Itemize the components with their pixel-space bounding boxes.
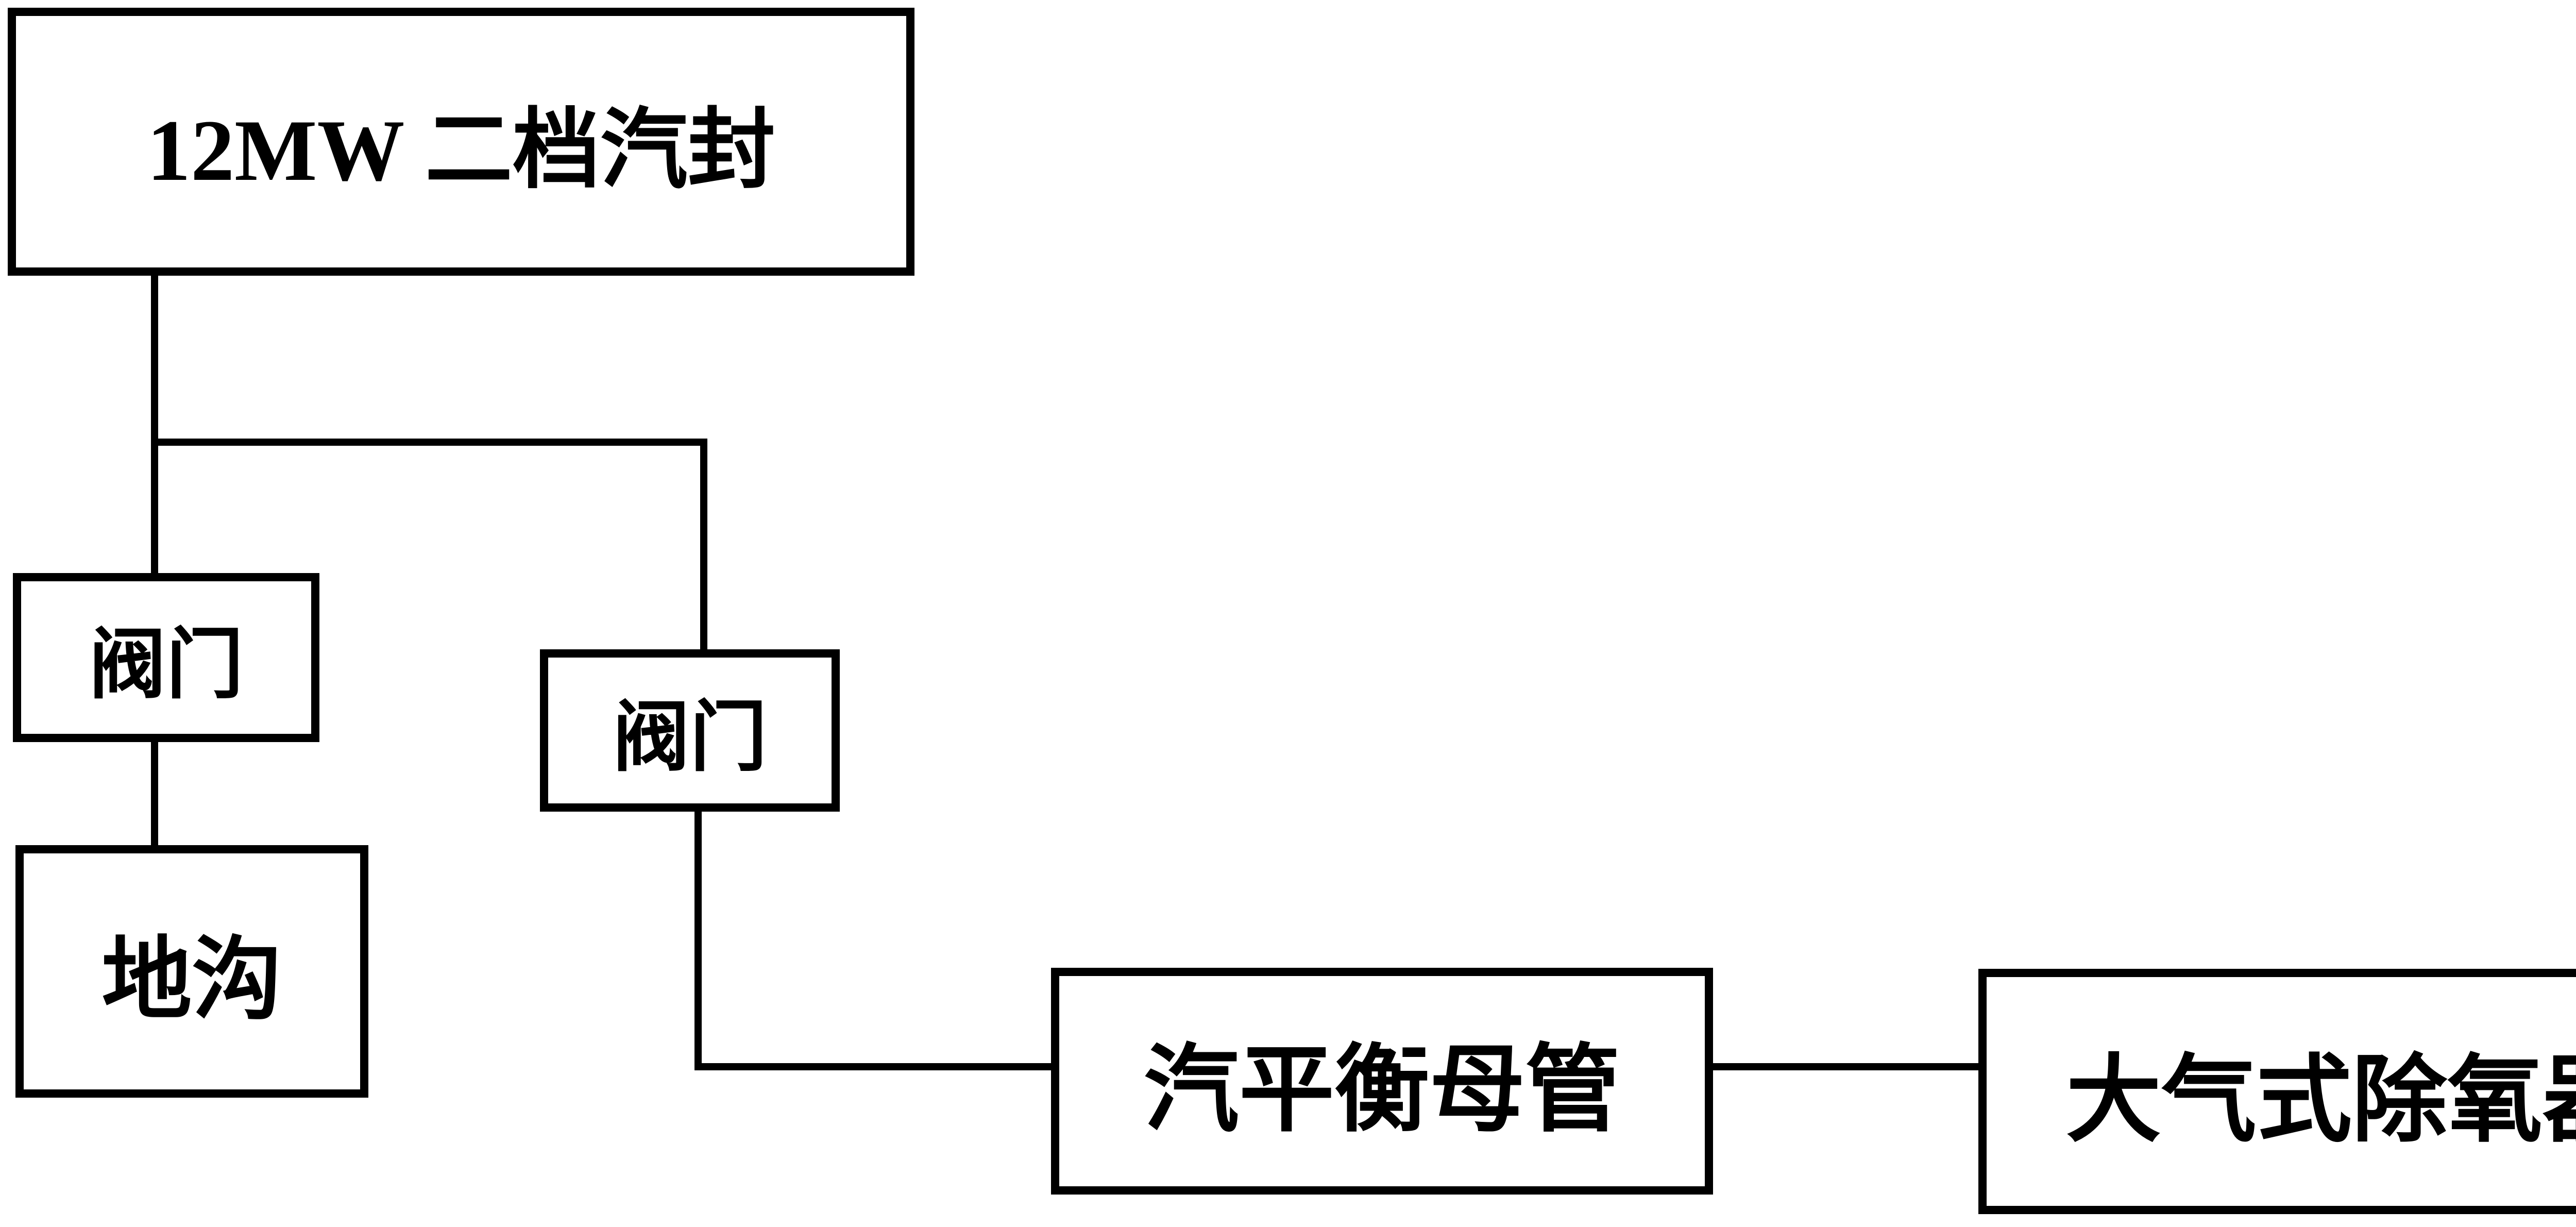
connector-to-steam-header-horizontal <box>694 1063 1051 1070</box>
connector-branch-horizontal <box>151 439 707 446</box>
connector-valve1-to-trench-vertical <box>151 742 158 845</box>
node-valve-left: 阀门 <box>13 573 319 742</box>
node-gland-seal: 12MW 二档汽封 <box>8 8 914 276</box>
node-valve-right: 阀门 <box>540 649 840 812</box>
node-gland-seal-label: 12MW 二档汽封 <box>147 78 775 205</box>
node-valve-right-label: 阀门 <box>613 675 767 786</box>
connector-valve2-down-vertical <box>694 812 702 1070</box>
node-trench-label: 地沟 <box>102 906 282 1037</box>
connector-branch-to-valve2-vertical <box>700 439 707 649</box>
node-atmospheric-deaerator-label: 大气式除氧器 <box>2066 1022 2576 1161</box>
connector-header-to-deaerator-horizontal <box>1713 1063 1978 1070</box>
node-atmospheric-deaerator: 大气式除氧器 <box>1978 969 2576 1214</box>
node-steam-balance-header: 汽平衡母管 <box>1051 968 1713 1195</box>
node-trench: 地沟 <box>15 845 368 1098</box>
node-steam-balance-header-label: 汽平衡母管 <box>1144 1012 1620 1150</box>
node-valve-left-label: 阀门 <box>89 602 243 714</box>
connector-gland-to-branch-vertical <box>151 276 158 573</box>
